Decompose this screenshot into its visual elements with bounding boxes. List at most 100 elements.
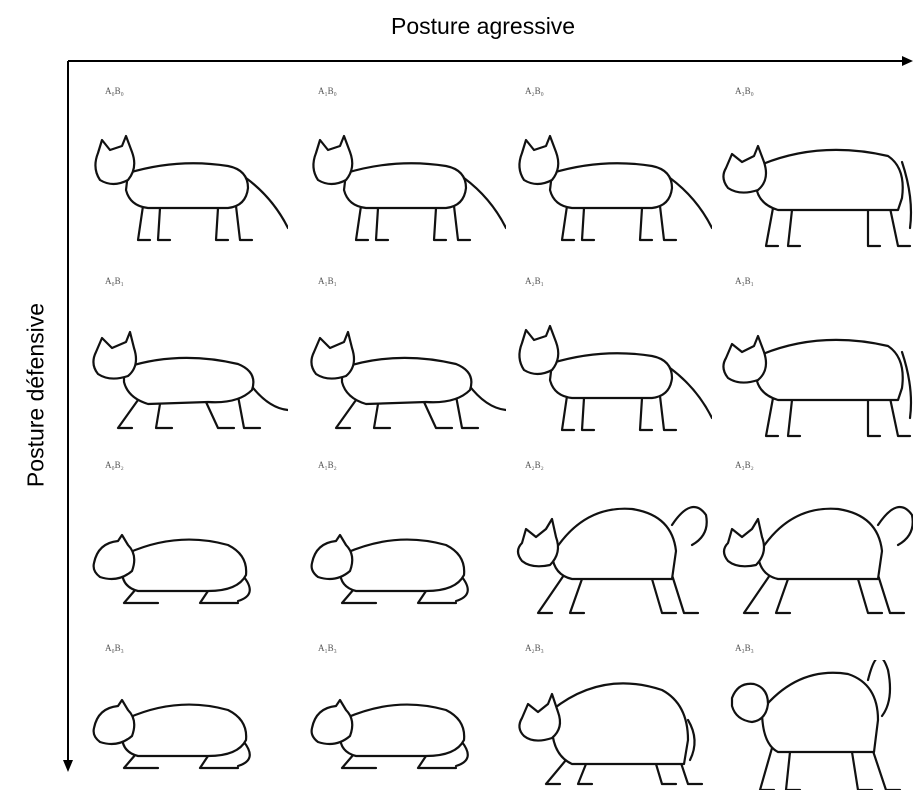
cat-tail: [878, 507, 913, 545]
cat-tail: [468, 384, 506, 410]
cat-posture-drawing: [718, 318, 913, 448]
cat-body: [552, 683, 688, 764]
cat-leg: [578, 764, 592, 784]
cat-leg: [336, 400, 356, 428]
cat-posture-drawing: [512, 128, 712, 258]
cat-body: [122, 705, 246, 756]
cat-head: [93, 332, 136, 379]
cat-leg: [890, 208, 910, 246]
cat-posture-drawing: [88, 318, 288, 448]
cat-posture-drawing: [306, 128, 506, 258]
cat-leg: [562, 396, 574, 430]
cat-posture-drawing: [306, 660, 506, 790]
cat-leg: [760, 748, 774, 790]
cat-leg: [776, 579, 790, 613]
cat-leg: [640, 208, 652, 240]
cat-leg: [868, 400, 880, 436]
cat-leg: [538, 575, 564, 613]
y-axis-arrowhead: [63, 760, 73, 772]
cat-body: [126, 163, 248, 208]
cat-body: [340, 540, 464, 591]
cat-head: [94, 700, 135, 744]
cat-body: [550, 163, 672, 208]
cat-leg: [890, 398, 910, 436]
cat-tail: [246, 178, 288, 228]
cell-label: A₀B₃: [105, 643, 124, 653]
cat-leg: [652, 579, 676, 613]
cat-leg: [878, 575, 904, 613]
cat-leg: [872, 748, 900, 790]
cat-leg: [786, 752, 800, 790]
cat-body: [756, 340, 903, 400]
cat-leg: [238, 396, 260, 428]
cat-leg: [200, 756, 238, 768]
cat-tail: [670, 178, 712, 228]
cat-leg: [216, 208, 228, 240]
cat-leg: [356, 206, 368, 240]
cat-tail: [250, 384, 288, 410]
cat-leg: [374, 404, 390, 428]
cat-leg: [766, 208, 778, 246]
cat-head: [723, 146, 766, 193]
cat-leg: [434, 208, 446, 240]
cat-posture-drawing: [718, 660, 913, 790]
cat-leg: [454, 206, 470, 240]
cell-label: A₁B₁: [318, 276, 337, 286]
cat-head: [519, 694, 560, 741]
cell-label: A₁B₀: [318, 86, 337, 96]
cat-body: [124, 358, 253, 404]
cat-leg: [766, 398, 778, 436]
cat-posture-drawing: [88, 660, 288, 790]
cat-head: [724, 519, 764, 566]
cell-label: A₃B₃: [735, 643, 754, 653]
cat-leg: [868, 210, 880, 246]
cat-leg: [156, 404, 172, 428]
cat-body: [758, 509, 882, 579]
x-axis-arrowhead: [902, 56, 913, 66]
cat-head: [312, 535, 353, 579]
cat-head: [312, 700, 353, 744]
cat-leg: [456, 396, 478, 428]
cat-leg: [660, 396, 676, 430]
cat-head: [95, 136, 134, 184]
cat-body: [340, 705, 464, 756]
cat-leg: [788, 400, 800, 436]
cell-label: A₁B₂: [318, 460, 337, 470]
cell-label: A₃B₀: [735, 86, 754, 96]
cell-label: A₀B₂: [105, 460, 124, 470]
cat-leg: [562, 206, 574, 240]
cat-body: [344, 163, 466, 208]
cat-head: [519, 326, 558, 374]
y-axis-title: Posture défensive: [23, 303, 50, 487]
cat-posture-drawing: [88, 128, 288, 258]
cat-tail: [672, 507, 707, 545]
cat-tail: [670, 368, 712, 418]
cell-label: A₃B₂: [735, 460, 754, 470]
cat-head: [732, 684, 768, 722]
cat-leg: [424, 402, 452, 428]
cat-leg: [788, 210, 800, 246]
cat-head: [723, 336, 766, 383]
cat-leg: [200, 591, 238, 603]
cat-posture-drawing: [718, 128, 913, 258]
cell-label: A₀B₀: [105, 86, 124, 96]
cat-leg: [376, 208, 388, 240]
cat-body: [550, 353, 672, 398]
cat-head: [313, 136, 352, 184]
cat-head: [311, 332, 354, 379]
cat-posture-drawing: [306, 318, 506, 448]
cat-leg: [744, 575, 770, 613]
cat-leg: [158, 208, 170, 240]
cat-body: [342, 358, 471, 404]
cat-posture-drawing: [512, 660, 712, 790]
cat-head: [94, 535, 135, 579]
cell-label: A₀B₁: [105, 276, 124, 286]
cat-leg: [206, 402, 234, 428]
cat-leg: [660, 206, 676, 240]
cat-body: [552, 509, 676, 579]
cat-body: [122, 540, 246, 591]
cat-leg: [546, 760, 566, 784]
cat-posture-drawing: [512, 318, 712, 448]
cat-posture-drawing: [88, 495, 288, 625]
cat-leg: [138, 206, 150, 240]
